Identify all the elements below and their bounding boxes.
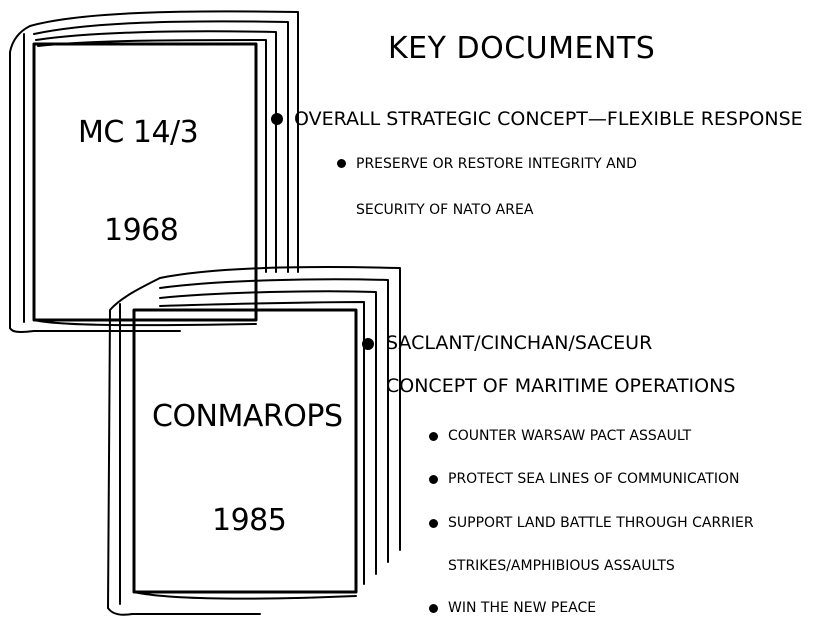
book-1-sub-bullet-line-2: SECURITY OF NATO AREA [356, 202, 534, 218]
book-1-year: 1968 [104, 213, 179, 248]
bullet-dot [429, 604, 438, 613]
page-title: KEY DOCUMENTS [388, 31, 656, 66]
bullet-dot [429, 432, 438, 441]
book-2-sub-bullet-continued: STRIKES/AMPHIBIOUS ASSAULTS [448, 558, 675, 574]
bullet-dot [429, 519, 438, 528]
book-1-main-bullet: OVERALL STRATEGIC CONCEPT—FLEXIBLE RESPO… [294, 108, 803, 130]
book-2-year: 1985 [212, 503, 287, 538]
bullet-dot [271, 113, 283, 125]
book-2-title: CONMAROPS [152, 399, 343, 434]
book-mc-14-3-icon [9, 10, 299, 333]
book-2-sub-bullet: SUPPORT LAND BATTLE THROUGH CARRIER [448, 515, 754, 531]
book-2-main-bullet-line-2: CONCEPT OF MARITIME OPERATIONS [386, 375, 736, 397]
bullet-dot [362, 338, 374, 350]
book-1-title: MC 14/3 [78, 115, 199, 150]
bullet-dot [429, 475, 438, 484]
bullet-dot [337, 159, 346, 168]
book-2-main-bullet-line-1: SACLANT/CINCHAN/SACEUR [386, 332, 653, 354]
book-2-sub-bullet: WIN THE NEW PEACE [448, 600, 597, 616]
book-2-sub-bullet: COUNTER WARSAW PACT ASSAULT [448, 428, 692, 444]
book-1-sub-bullet-line-1: PRESERVE OR RESTORE INTEGRITY AND [356, 156, 637, 172]
book-conmarops-icon [107, 266, 401, 616]
book-2-sub-bullet: PROTECT SEA LINES OF COMMUNICATION [448, 471, 740, 487]
